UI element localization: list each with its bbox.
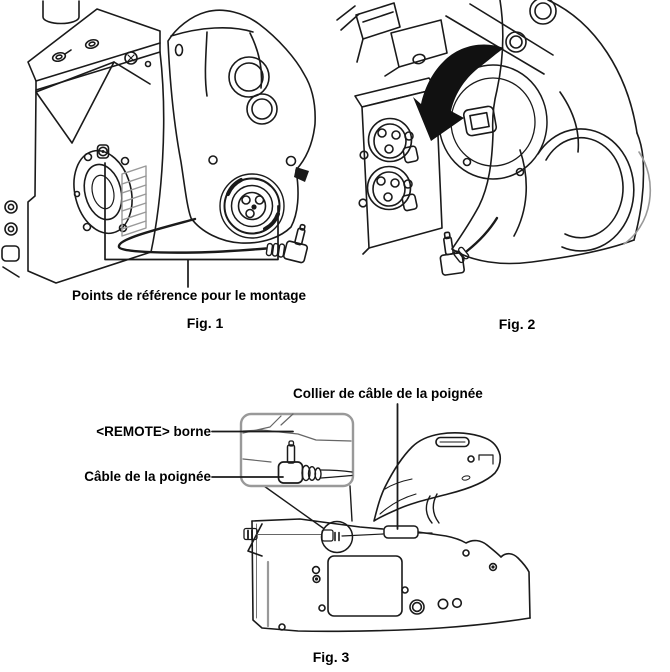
detail-highlight-circle xyxy=(320,520,354,554)
cable-clamp xyxy=(383,525,419,539)
fig3-handle-cable-label: Câble de la poignée xyxy=(84,469,211,484)
fig2-illustration xyxy=(336,0,652,276)
fig1-illustration xyxy=(1,0,316,288)
fig3-illustration xyxy=(211,403,531,633)
fig3-remote-terminal-label: <REMOTE> borne xyxy=(96,424,211,439)
inset-detail-box xyxy=(239,412,355,488)
fig1-reference-points-label: Points de référence pour le montage xyxy=(71,288,307,303)
fig3-cable-clamp-label: Collier de câble de la poignée xyxy=(293,386,483,401)
fig2-caption: Fig. 2 xyxy=(498,316,536,332)
fig3-caption: Fig. 3 xyxy=(312,649,350,665)
leader-lines xyxy=(211,403,399,530)
fig1-caption: Fig. 1 xyxy=(186,315,224,331)
rotation-arrow xyxy=(413,44,504,141)
